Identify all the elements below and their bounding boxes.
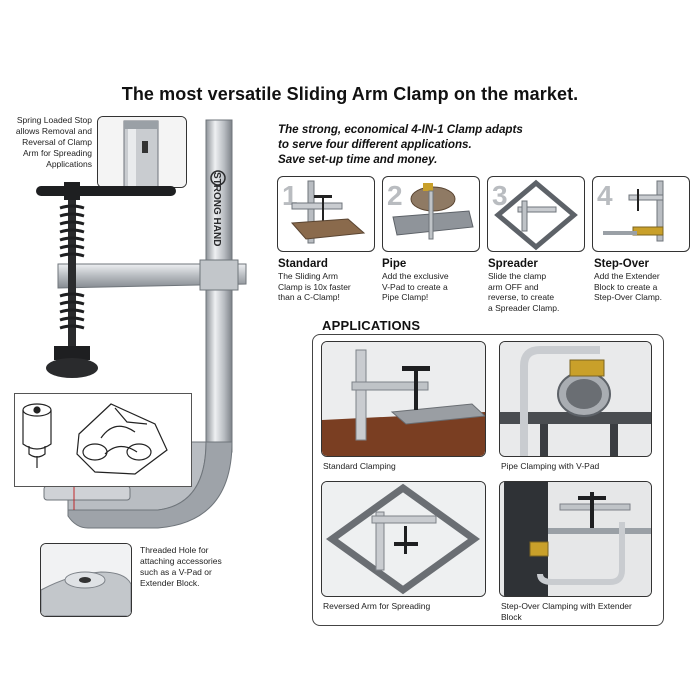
mode-description-line: Block to create a xyxy=(594,281,658,292)
callout-line: allows Removal and xyxy=(15,126,92,136)
mode-title: Step-Over xyxy=(594,258,649,270)
mode-step-over: Step-Over Add the Extender Block to crea… xyxy=(594,258,694,303)
mode-description-line: Pipe Clamp! xyxy=(382,292,429,302)
mode-description-line: Add the Extender xyxy=(594,271,660,281)
callout-line: attaching accessories xyxy=(140,556,222,566)
mode-description-line: V-Pad to create a xyxy=(382,281,448,292)
mode-pipe: Pipe Add the exclusive V-Pad to create a… xyxy=(382,258,482,303)
mode-title: Pipe xyxy=(382,258,407,270)
mode-standard: Standard The Sliding Arm Clamp is 10x fa… xyxy=(278,258,378,303)
page-title: The most versatile Sliding Arm Clamp on … xyxy=(121,84,579,104)
callout-line: Arm for Spreading xyxy=(23,148,92,158)
mode-number: 2 xyxy=(387,180,403,211)
application-standard-photo xyxy=(321,341,486,457)
tagline: The strong, economical 4-IN-1 Clamp adap… xyxy=(278,122,578,167)
mode-description: Add the exclusive V-Pad to create a Pipe… xyxy=(382,271,482,303)
callout-line: Applications xyxy=(46,159,92,169)
tagline-line: The strong, economical 4-IN-1 Clamp adap… xyxy=(278,123,523,136)
brand-text: STRONG HAND xyxy=(211,172,222,246)
application-caption: Step-Over Clamping with Extender Block xyxy=(501,601,632,622)
mode-description: The Sliding Arm Clamp is 10x faster than… xyxy=(278,271,378,303)
spring-stop-detail-image xyxy=(97,116,187,188)
application-caption: Standard Clamping xyxy=(323,461,396,471)
mode-description-line: arm OFF and xyxy=(488,281,539,292)
threaded-hole-detail-image xyxy=(40,543,132,617)
mode-description-line: Add the exclusive xyxy=(382,271,449,281)
mode-description-line: a Spreader Clamp. xyxy=(488,302,560,313)
tagline-line: Save set-up time and money. xyxy=(278,153,438,166)
application-caption: Reversed Arm for Spreading xyxy=(323,601,431,611)
mode-spreader: Spreader Slide the clamp arm OFF and rev… xyxy=(488,258,588,313)
mode-description-line: Step-Over Clamp. xyxy=(594,292,663,302)
application-pipe-photo xyxy=(499,341,652,457)
mode-description-line: Clamp is 10x faster xyxy=(278,281,351,292)
application-step-over-photo xyxy=(499,481,652,597)
mode-number: 4 xyxy=(597,180,613,211)
callout-line: Threaded Hole for xyxy=(140,545,209,555)
mode-description-line: The Sliding Arm xyxy=(278,271,338,281)
callout-line: Spring Loaded Stop xyxy=(16,115,92,125)
application-caption: Pipe Clamping with V-Pad xyxy=(501,461,600,471)
mode-description-line: than a C-Clamp! xyxy=(278,292,340,302)
mode-3-image: 3 xyxy=(487,176,585,252)
mode-title: Standard xyxy=(278,258,328,270)
accessories-diagram xyxy=(14,393,192,487)
callout-line: Extender Block. xyxy=(140,578,200,588)
spring-stop-callout: Spring Loaded Stop allows Removal and Re… xyxy=(6,115,92,170)
mode-title: Spreader xyxy=(488,258,538,270)
mode-1-image: 1 xyxy=(277,176,375,252)
application-spreading-photo xyxy=(321,481,486,597)
tagline-line: to serve four different applications. xyxy=(278,138,472,151)
callout-line: Reversal of Clamp xyxy=(22,137,92,147)
threaded-hole-callout: Threaded Hole for attaching accessories … xyxy=(140,545,240,589)
mode-2-image: 2 xyxy=(382,176,480,252)
mode-4-image: 4 xyxy=(592,176,690,252)
mode-description: Slide the clamp arm OFF and reverse, to … xyxy=(488,271,588,313)
applications-heading: APPLICATIONS xyxy=(322,318,421,333)
mode-number: 3 xyxy=(492,180,508,211)
mode-description: Add the Extender Block to create a Step-… xyxy=(594,271,694,303)
mode-description-line: Slide the clamp xyxy=(488,271,547,281)
callout-line: such as a V-Pad or xyxy=(140,567,212,577)
sliding-arm-clamp-illustration: STRONG HAND xyxy=(28,112,288,532)
mode-description-line: reverse, to create xyxy=(488,292,555,302)
